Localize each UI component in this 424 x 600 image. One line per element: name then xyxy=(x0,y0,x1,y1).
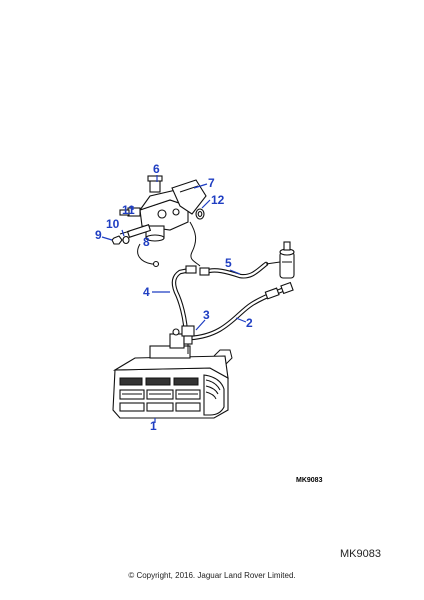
callout-6: 6 xyxy=(153,162,160,176)
callout-9: 9 xyxy=(95,228,102,242)
bracket-7 xyxy=(171,179,207,215)
callout-4: 4 xyxy=(143,285,150,299)
pipe-5 xyxy=(199,261,281,279)
heater-unit xyxy=(112,333,233,419)
callout-5: 5 xyxy=(225,256,232,270)
hose-2 xyxy=(187,281,294,341)
o-ring-12 xyxy=(195,208,205,220)
sensor-8 xyxy=(119,224,152,238)
callout-2: 2 xyxy=(246,316,253,330)
callout-10: 10 xyxy=(106,217,120,231)
nut-9 xyxy=(111,235,123,245)
callout-11: 11 xyxy=(122,203,135,217)
hose-4 xyxy=(171,265,197,341)
callout-7: 7 xyxy=(208,176,215,190)
callout-3: 3 xyxy=(203,308,210,322)
washer-10 xyxy=(122,235,130,245)
capillary-pipe xyxy=(137,221,201,268)
callouts: 1 2 3 4 5 6 7 8 9 10 11 12 xyxy=(95,162,253,433)
callout-8: 8 xyxy=(143,235,150,249)
callout-1: 1 xyxy=(150,419,157,433)
receiver-drier xyxy=(279,241,295,279)
fitting-3 xyxy=(172,325,195,354)
callout-12: 12 xyxy=(211,193,225,207)
leader-lines xyxy=(101,175,247,423)
footer-code: MK9083 xyxy=(340,548,381,560)
union-11 xyxy=(119,207,141,217)
diagram-code: MK9083 xyxy=(296,477,323,484)
expansion-valve xyxy=(138,175,190,242)
copyright-notice: © Copyright, 2016. Jaguar Land Rover Lim… xyxy=(128,571,296,580)
